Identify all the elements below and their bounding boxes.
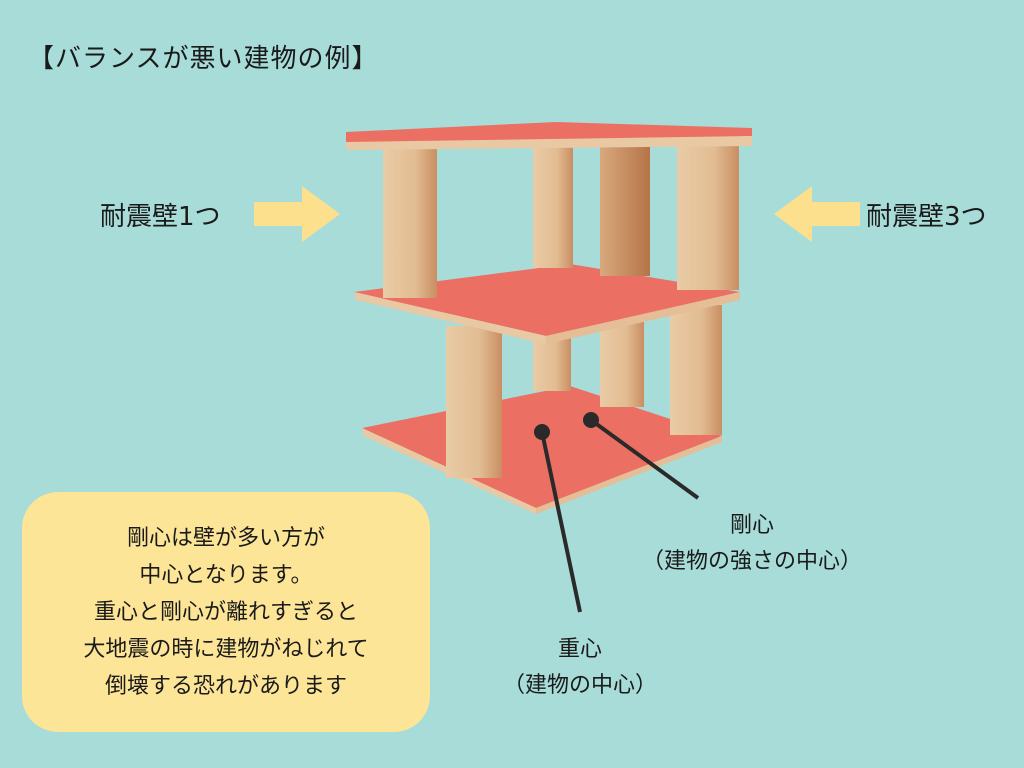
gravity-center-title: 重心	[557, 637, 602, 662]
left-wall-count-label: 耐震壁1つ	[100, 202, 221, 232]
rigidity-center-marker	[583, 412, 700, 500]
rigidity-center-subtitle: （建物の強さの中心）	[641, 549, 862, 574]
note-line: 倒壊する恐れがあります	[104, 673, 347, 699]
rigidity-center-callout: 剛心 （建物の強さの中心）	[612, 508, 892, 580]
note-line: 重心と剛心が離れすぎると	[93, 599, 358, 625]
ground-board	[362, 386, 722, 514]
right-wall-count-label: 耐震壁3つ	[866, 202, 987, 232]
explanation-note: 剛心は壁が多い方が 中心となります。 重心と剛心が離れすぎると 大地震の時に建物…	[22, 492, 430, 732]
gravity-center-subtitle: （建物の中心）	[502, 673, 657, 698]
rigidity-center-title: 剛心	[729, 513, 774, 538]
note-line: 中心となります。	[139, 562, 313, 588]
note-line: 大地震の時に建物がねじれて	[83, 636, 369, 662]
note-line: 剛心は壁が多い方が	[126, 525, 325, 551]
middle-board	[354, 264, 740, 344]
top-board	[346, 122, 752, 150]
arrow-right-icon	[254, 186, 340, 242]
arrow-left-icon	[774, 186, 860, 242]
gravity-center-callout: 重心 （建物の中心）	[480, 632, 680, 704]
gravity-center-marker	[534, 424, 582, 613]
page-title: 【バランスが悪い建物の例】	[28, 44, 379, 74]
